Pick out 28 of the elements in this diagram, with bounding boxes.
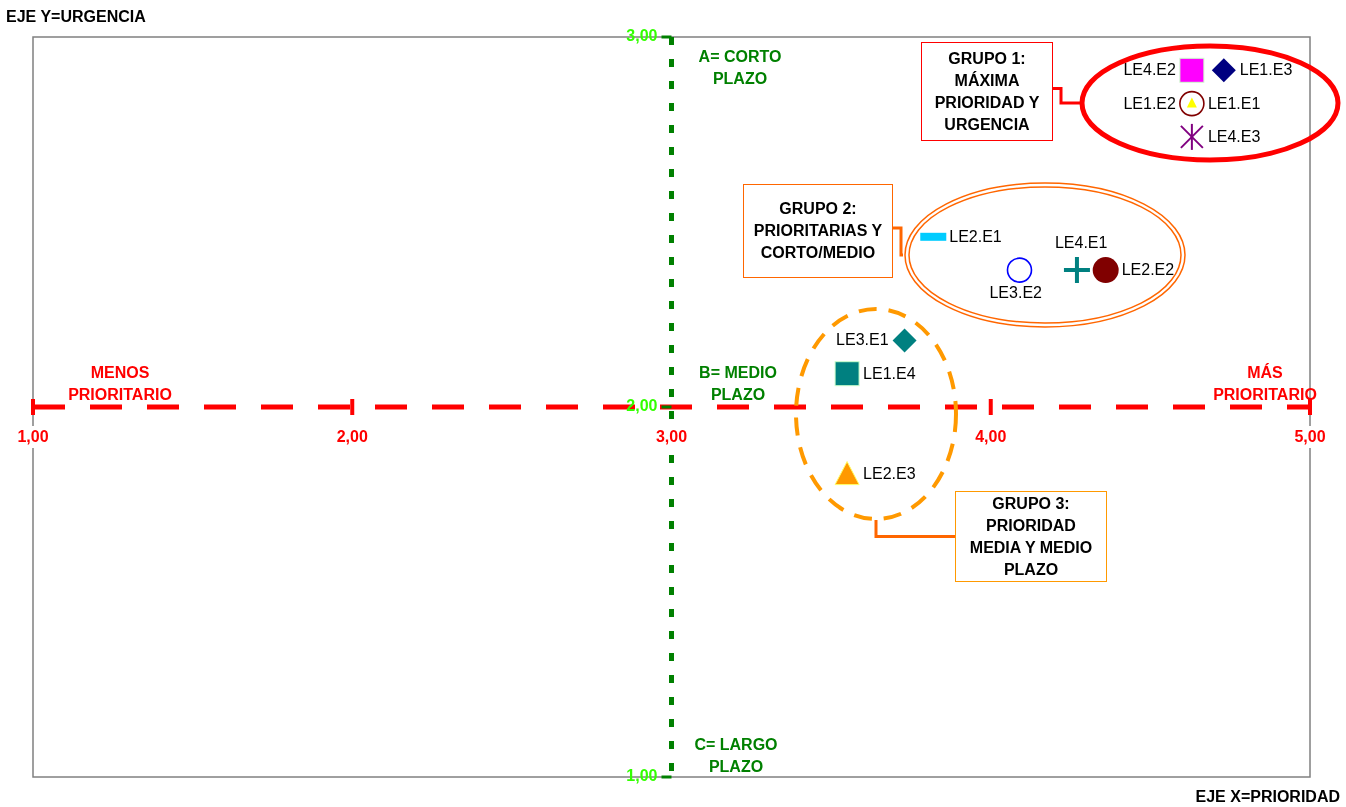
data-label: LE1.E1 [1207, 94, 1261, 113]
side-label: MÁS PRIORITARIO [1212, 362, 1318, 405]
data-label: LE1.E4 [863, 364, 916, 383]
data-label: LE3.E2 [989, 284, 1042, 303]
data-label: LE4.E1 [1054, 234, 1108, 253]
tick-label: 3,00 [625, 26, 658, 46]
data-label: LE4.E2 [1123, 61, 1176, 80]
leader-line [874, 520, 955, 538]
axis-title: EJE Y=URGENCIA [6, 7, 146, 27]
leader-line [893, 226, 904, 257]
leader-line [1053, 87, 1080, 105]
side-label: MENOS PRIORITARIO [67, 363, 173, 405]
zone-label: C= LARGO PLAZO [693, 735, 779, 777]
data-label: LE3.E1 [836, 331, 889, 350]
data-label: LE1.E2 [1123, 94, 1176, 113]
zone-label: A= CORTO PLAZO [697, 47, 783, 89]
data-label: LE2.E3 [863, 464, 916, 483]
tick-label: 1,00 [625, 766, 658, 786]
data-label: LE4.E3 [1207, 127, 1261, 146]
data-label: LE2.E1 [949, 227, 1002, 246]
data-label: LE2.E2 [1121, 261, 1175, 280]
callout-box: GRUPO 1: MÁXIMA PRIORIDAD Y URGENCIA [921, 42, 1053, 141]
callout-box: GRUPO 2: PRIORITARIAS Y CORTO/MEDIO [743, 184, 893, 278]
callout-box: GRUPO 3: PRIORIDAD MEDIA Y MEDIO PLAZO [955, 491, 1107, 582]
data-label: LE1.E3 [1239, 61, 1293, 80]
zone-label: B= MEDIO PLAZO [698, 363, 778, 405]
axis-title: EJE X=PRIORIDAD [1194, 787, 1340, 807]
tick-label: 2,00 [625, 396, 658, 416]
